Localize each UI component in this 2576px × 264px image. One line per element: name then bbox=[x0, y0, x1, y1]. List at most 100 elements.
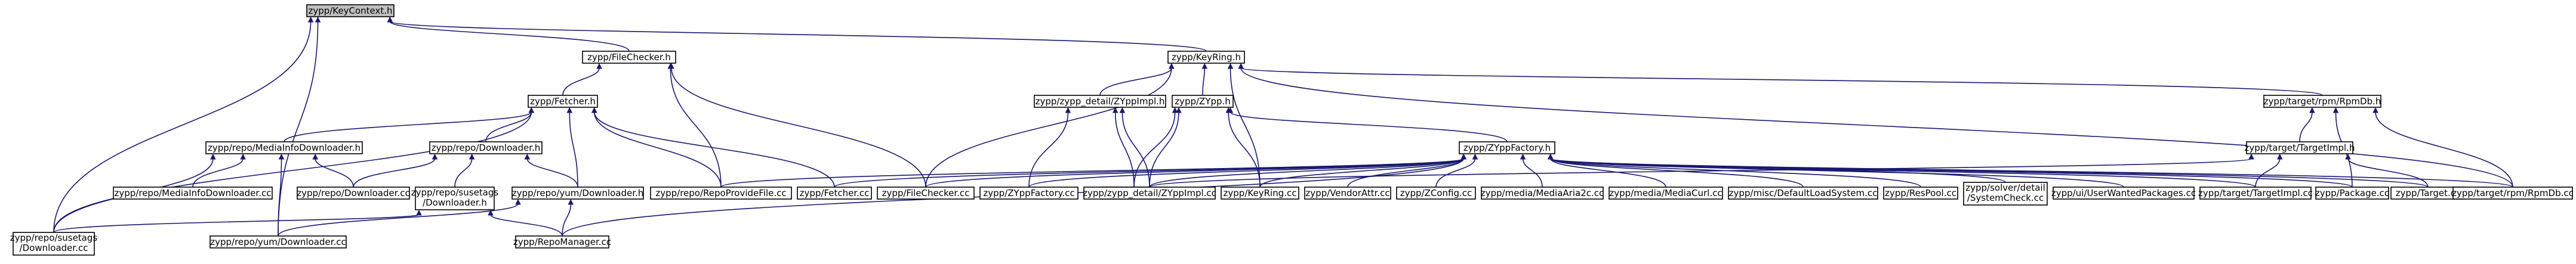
node-box bbox=[2452, 187, 2573, 200]
edge bbox=[1149, 111, 1179, 188]
node-file-checker-cc[interactable]: zypp/FileChecker.cc bbox=[877, 187, 975, 200]
node-target-impl-h[interactable]: zypp/target/TargetImpl.h bbox=[2245, 141, 2355, 154]
node-default-load-system-cc[interactable]: zypp/misc/DefaultLoadSystem.cc bbox=[1728, 187, 1878, 200]
node-package-cc[interactable]: zypp/Package.cc bbox=[2315, 187, 2389, 200]
edge-arrowhead bbox=[1201, 63, 1208, 69]
edge bbox=[925, 158, 1465, 188]
node-zconfig-cc[interactable]: zypp/ZConfig.cc bbox=[1396, 187, 1476, 200]
edge-layer bbox=[53, 16, 2513, 237]
edge bbox=[925, 67, 1172, 188]
node-box bbox=[1167, 51, 1245, 64]
node-vendor-attr-cc[interactable]: zypp/VendorAttr.cc bbox=[1304, 187, 1391, 200]
node-label: zypp/repo/susetags bbox=[10, 232, 98, 243]
node-label: zypp/KeyRing.cc bbox=[1224, 188, 1297, 198]
edge-arrowhead bbox=[488, 209, 494, 216]
node-label: zypp/ZConfig.cc bbox=[1400, 188, 1472, 198]
node-box bbox=[511, 187, 644, 200]
node-target-impl-cc[interactable]: zypp/target/TargetImpl.cc bbox=[2198, 187, 2313, 200]
node-label: zypp/target/rpm/RpmDb.h bbox=[2264, 96, 2381, 107]
node-label: zypp/RepoManager.cc bbox=[513, 237, 611, 247]
node-box bbox=[1172, 95, 1234, 108]
node-label: zypp/Target.cc bbox=[2396, 188, 2461, 198]
edge bbox=[569, 111, 578, 188]
edge-arrowhead bbox=[1547, 153, 1554, 160]
node-label: /Downloader.cc bbox=[20, 243, 88, 253]
node-label: zypp/Package.cc bbox=[2315, 188, 2389, 198]
node-box bbox=[979, 187, 1079, 200]
node-label: zypp/repo/MediaInfoDownloader.cc bbox=[115, 188, 272, 198]
node-box bbox=[429, 141, 543, 154]
node-media-info-downloader-h[interactable]: zypp/repo/MediaInfoDownloader.h bbox=[205, 141, 363, 154]
edge-arrowhead bbox=[668, 63, 674, 69]
node-repo-downloader-h[interactable]: zypp/repo/Downloader.h bbox=[429, 141, 543, 154]
node-res-pool-cc[interactable]: zypp/ResPool.cc bbox=[1883, 187, 1958, 200]
edge bbox=[2347, 158, 2429, 188]
node-user-wanted-packages-cc[interactable]: zypp/ui/UserWantedPackages.cc bbox=[2051, 187, 2196, 200]
node-zypp-factory-h[interactable]: zypp/ZYppFactory.h bbox=[1459, 141, 1555, 154]
node-yum-downloader-h[interactable]: zypp/repo/yum/Downloader.h bbox=[511, 187, 644, 200]
edge bbox=[389, 21, 630, 52]
node-file-checker[interactable]: zypp/FileChecker.h bbox=[582, 51, 676, 64]
node-key-context[interactable]: zypp/KeyContext.h bbox=[306, 4, 395, 17]
node-susetags-downloader-cc[interactable]: zypp/repo/susetags/Downloader.cc bbox=[10, 232, 98, 256]
node-zypp-impl-h[interactable]: zypp/zypp_detail/ZYppImpl.h bbox=[1034, 95, 1166, 108]
node-rpm-db-cc[interactable]: zypp/target/rpm/RpmDb.cc bbox=[2452, 187, 2574, 200]
node-label: zypp/media/MediaCurl.cc bbox=[1609, 188, 1722, 198]
node-fetcher-cc[interactable]: zypp/Fetcher.cc bbox=[797, 187, 872, 200]
node-zypp-impl-cc[interactable]: zypp/zypp_detail/ZYppImpl.cc bbox=[1083, 187, 1216, 200]
node-box bbox=[1304, 187, 1391, 200]
node-rpm-db-h[interactable]: zypp/target/rpm/RpmDb.h bbox=[2263, 95, 2381, 108]
node-label: zypp/FileChecker.h bbox=[587, 52, 671, 63]
node-zypp-factory-cc[interactable]: zypp/ZYppFactory.cc bbox=[979, 187, 1079, 200]
edge bbox=[1549, 158, 2124, 188]
node-label: zypp/target/TargetImpl.cc bbox=[2198, 188, 2313, 198]
node-box bbox=[306, 4, 395, 17]
node-repo-provide-file-cc[interactable]: zypp/repo/RepoProvideFile.cc bbox=[650, 187, 792, 200]
node-label: zypp/ZYppFactory.h bbox=[1463, 142, 1551, 153]
node-repo-downloader-cc[interactable]: zypp/repo/Downloader.cc bbox=[297, 187, 410, 200]
node-box bbox=[1883, 187, 1958, 200]
edge-arrowhead bbox=[515, 198, 521, 205]
node-fetcher[interactable]: zypp/Fetcher.h bbox=[528, 95, 598, 108]
edge bbox=[315, 158, 354, 188]
node-media-aria2c-cc[interactable]: zypp/media/MediaAria2c.cc bbox=[1481, 187, 1604, 200]
node-susetags-downloader-h[interactable]: zypp/repo/susetags/Downloader.h bbox=[411, 187, 499, 210]
node-label: zypp/zypp_detail/ZYppImpl.cc bbox=[1083, 188, 1216, 199]
edge-arrowhead bbox=[2248, 153, 2254, 160]
edge bbox=[526, 158, 578, 188]
node-box bbox=[113, 187, 273, 200]
node-box bbox=[515, 235, 609, 249]
edge-arrowhead bbox=[1172, 107, 1178, 113]
edge bbox=[1435, 158, 1476, 188]
node-box bbox=[2053, 187, 2195, 200]
node-yum-downloader-cc[interactable]: zypp/repo/yum/Downloader.cc bbox=[209, 235, 347, 249]
edge-arrowhead bbox=[416, 209, 422, 216]
edge bbox=[1347, 158, 1465, 188]
edge-arrowhead bbox=[2309, 107, 2315, 113]
edge-arrowhead bbox=[387, 16, 393, 23]
node-target-cc[interactable]: zypp/Target.cc bbox=[2390, 187, 2466, 200]
node-label: zypp/repo/Downloader.h bbox=[432, 142, 541, 153]
node-zypp-h[interactable]: zypp/ZYpp.h bbox=[1172, 95, 1234, 108]
edge bbox=[278, 21, 319, 237]
edge bbox=[670, 67, 722, 188]
edge bbox=[278, 203, 519, 237]
node-box bbox=[209, 235, 347, 249]
edge bbox=[1028, 158, 1465, 188]
node-system-check-cc[interactable]: zypp/solver/detail/SystemCheck.cc bbox=[1963, 182, 2048, 206]
node-key-ring[interactable]: zypp/KeyRing.h bbox=[1167, 51, 1245, 64]
edge bbox=[490, 214, 563, 237]
node-media-curl-cc[interactable]: zypp/media/MediaCurl.cc bbox=[1609, 187, 1723, 200]
edge bbox=[1259, 158, 1465, 188]
edge bbox=[1099, 67, 1172, 96]
edge-arrowhead bbox=[1112, 107, 1118, 113]
node-media-info-downloader-cc[interactable]: zypp/repo/MediaInfoDownloader.cc bbox=[113, 187, 273, 200]
node-key-ring-cc[interactable]: zypp/KeyRing.cc bbox=[1221, 187, 1299, 200]
node-box bbox=[2315, 187, 2389, 200]
edge-arrowhead bbox=[2345, 153, 2351, 160]
node-box bbox=[297, 187, 410, 200]
node-repo-manager-cc[interactable]: zypp/RepoManager.cc bbox=[513, 235, 611, 249]
node-box bbox=[1728, 187, 1878, 200]
node-label: zypp/KeyRing.h bbox=[1172, 52, 1241, 63]
node-label: zypp/solver/detail bbox=[1965, 182, 2045, 193]
